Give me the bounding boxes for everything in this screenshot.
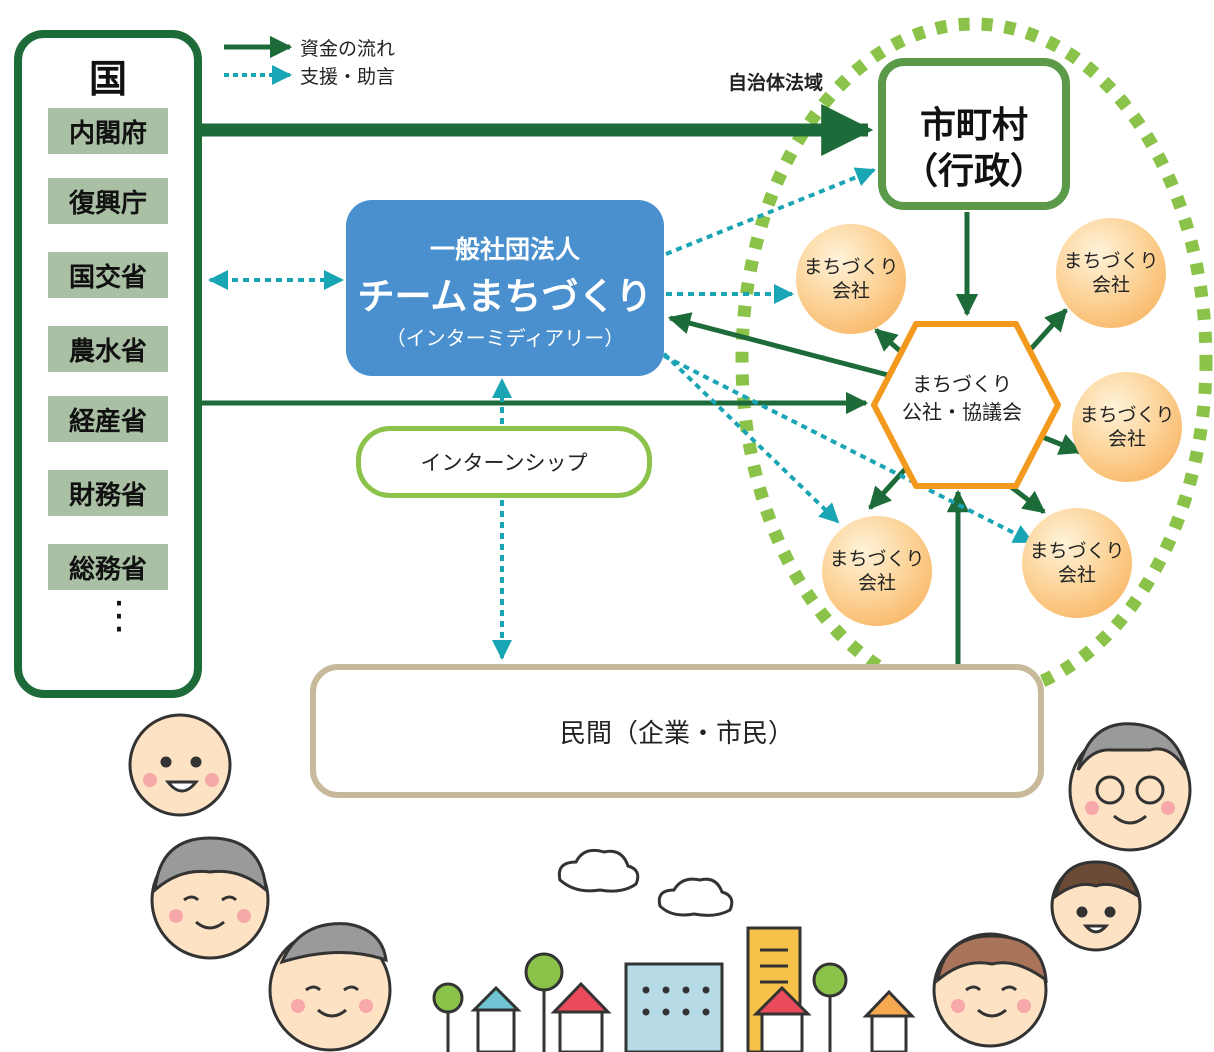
team-subtitle: 一般社団法人 [429,235,580,264]
face-icon-girl [1050,860,1142,952]
funds-arrow-council-to-company-br [1008,484,1046,514]
company-line1: まちづくり [829,548,925,570]
ministry-internal-affairs: 総務省 [48,544,168,590]
town-illustration [432,926,916,1052]
team-name: チームまちづくり [357,275,653,318]
house-icon [550,981,612,1052]
company-line2: 会社 [831,280,870,302]
ministry-finance: 財務省 [48,470,168,516]
face-icon-child-left [128,713,232,817]
face-icon-grandpa-right [1068,722,1192,852]
municipality-line1: 市町村 [919,105,1028,146]
ministry-cabinet-office: 内閣府 [48,108,168,154]
team-machizukuri-box: 一般社団法人 チームまちづくり （インターミディアリー） [346,200,664,376]
company-line2: 会社 [857,572,896,594]
face-icon-boy-right [932,932,1048,1048]
house-icon [862,989,916,1052]
ministry-reconstruction-agency: 復興庁 [48,178,168,224]
funds-arrow-council-to-company-r [1039,433,1083,455]
face-icon-grandma [150,836,270,960]
company-line2: 会社 [1107,428,1146,450]
council-line2: 公社・協議会 [902,400,1022,424]
legend-support-label: 支援・助言 [300,66,396,88]
company-circle-bottom-left: まちづくり 会社 [822,516,932,626]
tree-icon [524,952,564,1052]
government-title: 国 [88,57,127,101]
company-circle-top-left: まちづくり 会社 [796,224,906,334]
council-hexagon [871,321,1061,489]
municipality-box: 市町村 （行政） [878,58,1070,210]
company-line1: まちづくり [1079,404,1175,426]
company-line1: まちづくり [1063,250,1159,272]
region-label: 自治体法域 [728,72,824,94]
company-circle-right: まちづくり 会社 [1072,372,1182,482]
internship-label: インターンシップ [420,451,588,475]
company-line1: まちづくり [1029,540,1125,562]
ministry-mlit: 国交省 [48,252,168,298]
internship-box: インターンシップ [356,426,652,498]
funds-arrow-council-to-company-bl [868,464,910,510]
company-line2: 会社 [1091,274,1130,296]
team-role: （インターミディアリー） [385,326,625,350]
funds-arrow-council-to-team [667,312,889,378]
cloud-icon [557,848,640,893]
council-label: まちづくり 公社・協議会 [880,370,1044,426]
tree-icon [812,962,848,1052]
cloud-icon [657,877,734,917]
company-circle-top-right: まちづくり 会社 [1056,218,1166,328]
company-circle-bottom-right: まちづくり 会社 [1022,508,1132,618]
more-ministries-icon: ⋮ [100,593,138,637]
legend-funds-label: 資金の流れ [300,38,396,60]
house-icon [752,985,812,1052]
support-arrow-team-to-company-bl [654,344,840,524]
council-line1: まちづくり [912,372,1012,396]
funds-arrow-council-to-company-tr [1028,308,1068,352]
municipality-line2: （行政） [901,151,1046,192]
support-arrow-team-to-company-br [663,354,1034,544]
tree-icon [432,982,464,1052]
house-icon [470,985,522,1052]
face-icon-grandpa-left [268,922,392,1052]
faces-illustration [128,713,1192,1052]
region-boundary [735,17,1213,703]
private-sector-label: 民間（企業・市民） [559,718,794,749]
building-icon [624,962,724,1052]
support-arrow-team-to-muni [665,167,876,256]
company-line1: まちづくり [803,256,899,278]
ministry-maff: 農水省 [48,326,168,372]
clouds-illustration [557,848,734,917]
private-sector-box: 民間（企業・市民） [310,664,1044,798]
ministry-meti: 経産省 [48,396,168,442]
company-line2: 会社 [1057,564,1096,586]
